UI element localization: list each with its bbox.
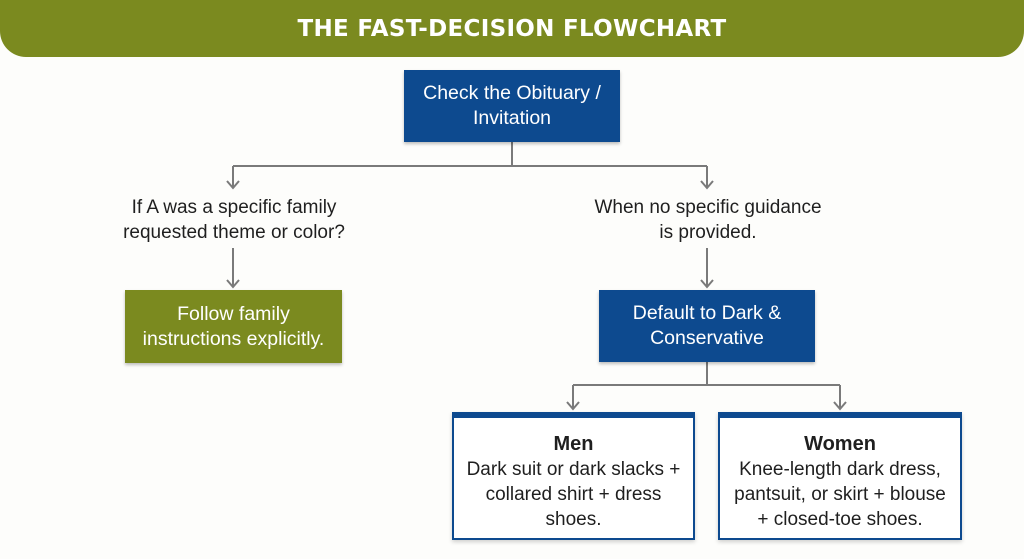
arrowhead-men [566, 401, 580, 411]
arrowhead-right-question [700, 180, 714, 190]
follow-family-node: Follow family instructions explicitly. [125, 290, 342, 363]
men-card-title: Men [553, 433, 594, 455]
default-dark-node: Default to Dark & Conservative [599, 290, 815, 362]
arrowhead-women [833, 401, 847, 411]
start-node-label: Check the Obituary / Invitation [423, 82, 601, 129]
start-node: Check the Obituary / Invitation [404, 70, 620, 142]
header-banner: THE FAST-DECISION FLOWCHART [0, 0, 1024, 57]
arrowhead-left-question [226, 180, 240, 190]
left-branch-question: If A was a specific family requested the… [123, 197, 345, 243]
women-card-title: Women [804, 433, 876, 455]
men-card: Men Dark suit or dark slacks + collared … [452, 412, 695, 540]
women-card-body: Knee-length dark dress, pantsuit, or ski… [734, 459, 946, 530]
right-branch-question: When no specific guidance is provided. [594, 197, 822, 243]
men-card-body: Dark suit or dark slacks + collared shir… [466, 459, 681, 530]
page-title: THE FAST-DECISION FLOWCHART [297, 15, 727, 42]
arrowhead-follow-family [226, 279, 240, 289]
women-card: Women Knee-length dark dress, pantsuit, … [718, 412, 962, 540]
arrowhead-default-dark [700, 279, 714, 289]
default-dark-label: Default to Dark & Conservative [632, 302, 782, 349]
follow-family-label: Follow family instructions explicitly. [142, 302, 325, 350]
